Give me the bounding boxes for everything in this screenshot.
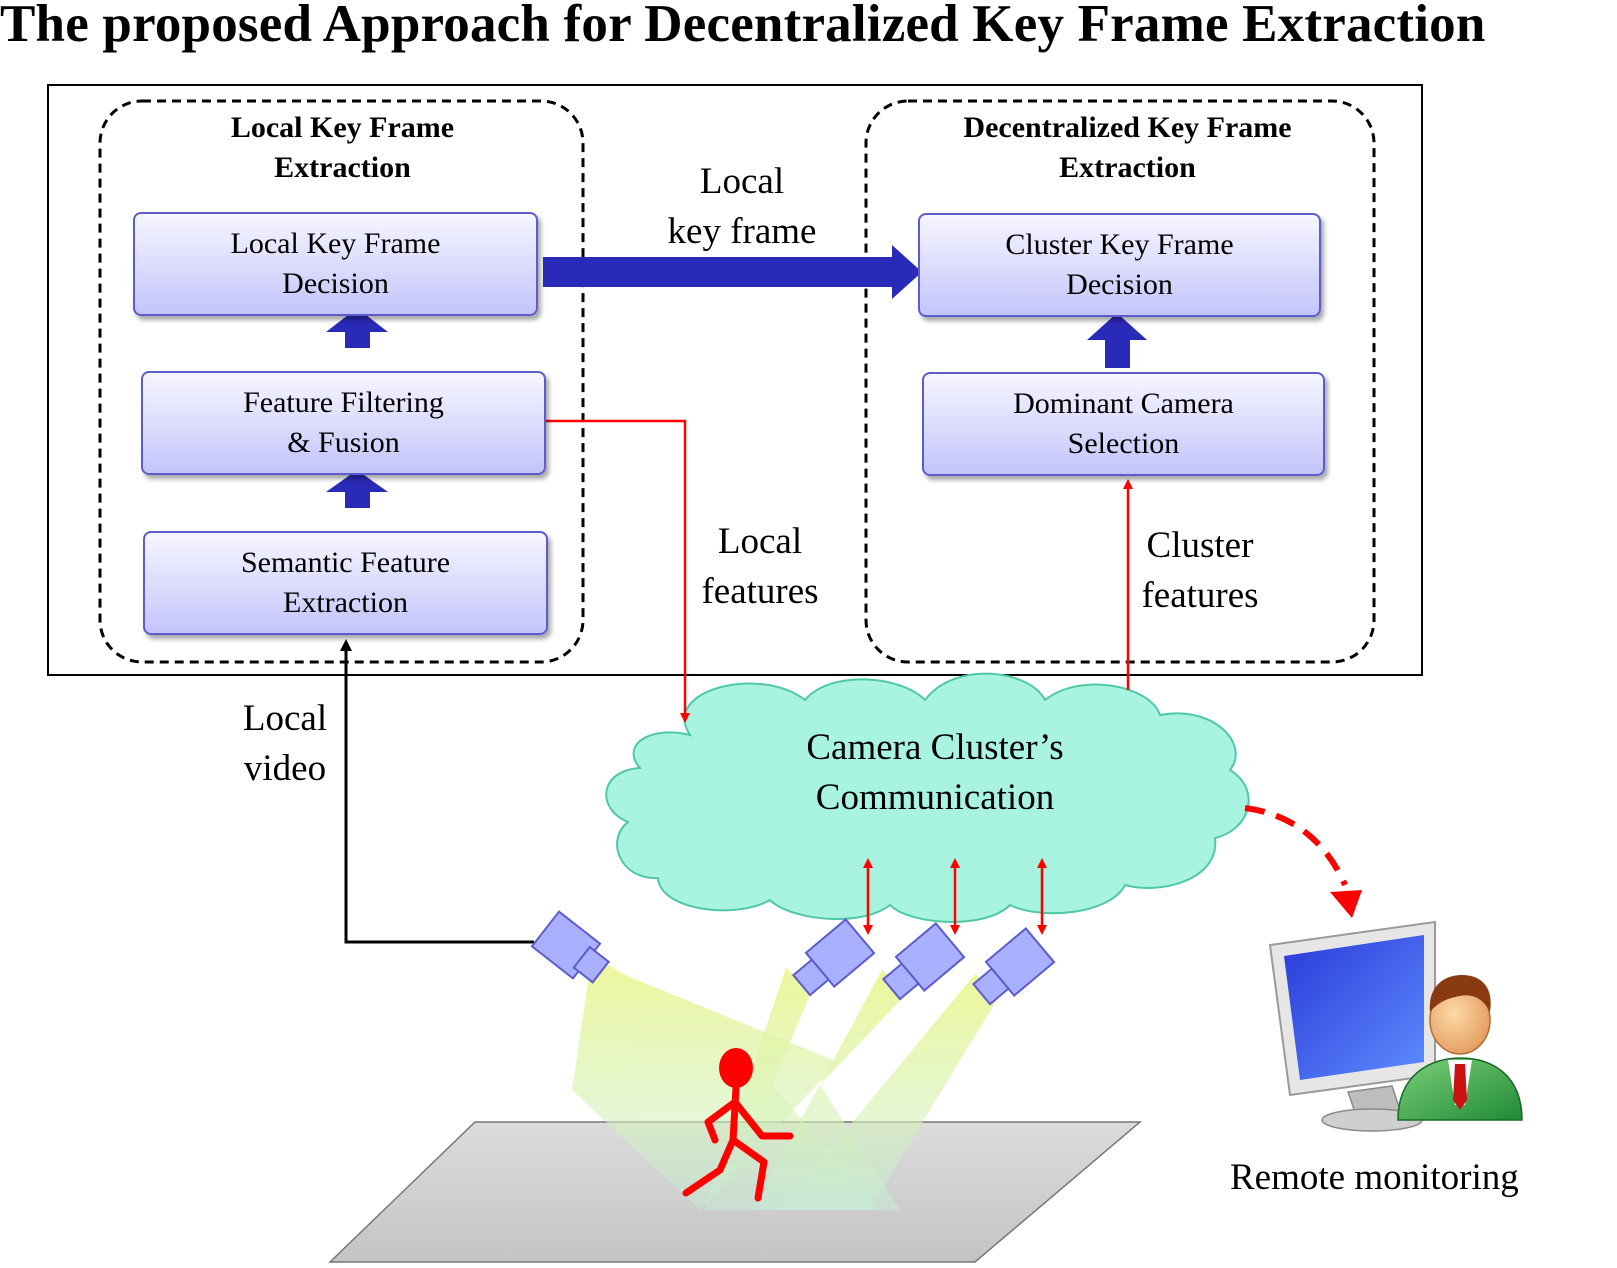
decentralized-group-title: Decentralized Key Frame Extraction xyxy=(963,111,1292,184)
up-arrow-1 xyxy=(326,308,388,348)
local-group-title: Local Key Frame Extraction xyxy=(230,111,455,184)
feature-filtering-fusion-box: Feature Filtering & Fusion xyxy=(141,371,546,475)
decentralized-group-frame xyxy=(864,99,1376,664)
local-key-frame-label: Local key frame xyxy=(667,161,817,252)
local-video-label: Local video xyxy=(242,698,328,789)
page-title: The proposed Approach for Decentralized … xyxy=(0,0,1486,53)
local-features-label: Local features xyxy=(701,521,819,612)
local-group-frame xyxy=(98,99,585,664)
local-key-frame-decision-box: Local Key Frame Decision xyxy=(133,212,538,316)
camera-icon xyxy=(791,918,876,997)
dominant-camera-selection-box: Dominant Camera Selection xyxy=(922,372,1325,476)
user-avatar-icon xyxy=(1397,975,1523,1121)
flow-arrows xyxy=(326,245,1147,508)
cloud-shape xyxy=(605,672,1250,923)
camera-icon xyxy=(881,922,966,1001)
camera-icon xyxy=(971,927,1056,1006)
camera-icon xyxy=(530,910,611,984)
cluster-key-frame-decision-box: Cluster Key Frame Decision xyxy=(918,213,1321,317)
remote-link-arrow xyxy=(1244,805,1362,918)
local-features-line xyxy=(546,419,690,723)
cloud-label: Camera Cluster’s Communication xyxy=(806,727,1064,818)
local-key-frame-arrow xyxy=(543,245,922,299)
running-person-icon xyxy=(682,1048,794,1202)
up-arrow-2 xyxy=(326,470,388,508)
outer-frame xyxy=(47,84,1423,676)
cluster-features-label: Cluster features xyxy=(1141,525,1259,616)
up-arrow-3 xyxy=(1087,313,1147,368)
signal-lines xyxy=(546,419,1133,935)
semantic-feature-extraction-box: Semantic Feature Extraction xyxy=(143,531,548,635)
remote-monitoring-label: Remote monitoring xyxy=(1230,1157,1519,1198)
local-video-line xyxy=(340,639,534,944)
